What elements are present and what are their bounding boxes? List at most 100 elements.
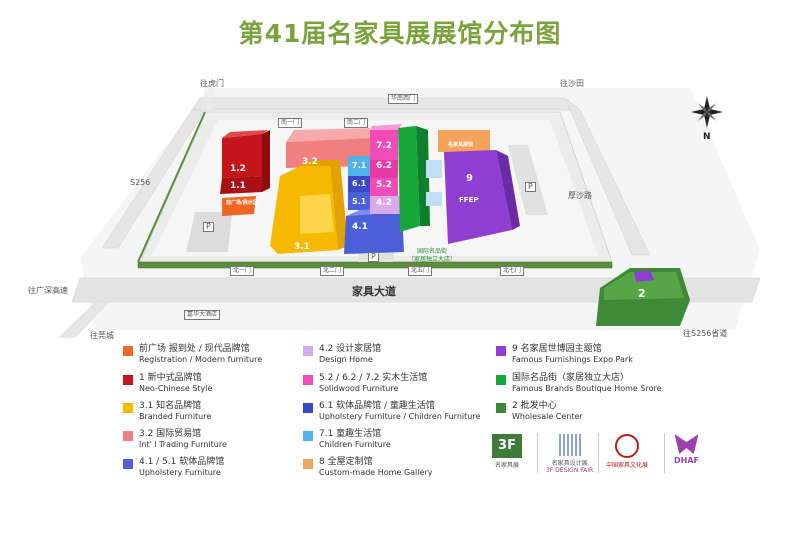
gate-south-west: 华南西门 <box>388 94 419 104</box>
grid-icon <box>558 434 581 456</box>
pink-top <box>370 124 402 130</box>
legend-label-cn: 3.2 国际贸易馆 <box>139 429 202 439</box>
legend-swatch <box>303 403 313 413</box>
legend-label-cn: 9 名家居世博园主题馆 <box>512 344 602 354</box>
hall-label-5-2: 5.2 <box>376 180 392 190</box>
legend-label-cn: 8 全屋定制馆 <box>319 457 373 467</box>
legend-label-en: Famous Brands Boutique Home Srore <box>512 384 662 393</box>
hall-label-9: 9 <box>466 173 473 184</box>
hall-7-1 <box>348 156 370 176</box>
legend-label-cn: 7.1 童趣生活馆 <box>319 429 382 439</box>
legend-label-en: Branded Furniture <box>139 412 212 421</box>
logo-design-fair: 名家具设计展 3F DESIGN FAIR <box>546 434 593 474</box>
road-s256 <box>58 302 110 338</box>
hall-9-side <box>496 150 520 230</box>
hall-label-5-1: 5.1 <box>352 197 367 206</box>
label-jiaju-dadao: 家具大道 <box>352 285 396 298</box>
legend-label-cn: 4.2 设计家居馆 <box>319 344 382 354</box>
legend-swatch <box>123 346 133 356</box>
label-to-shatian: 往沙田 <box>560 79 584 88</box>
legend-label-en: Neo-Chinese Style <box>139 384 213 393</box>
legend-swatch <box>303 431 313 441</box>
legend-swatch <box>303 375 313 385</box>
connector-1 <box>426 160 442 178</box>
label-to-guangshen: 往广深高速 <box>28 286 68 295</box>
legend-swatch <box>303 459 313 469</box>
hall-6-2 <box>370 160 398 178</box>
legend-label-en: Upholstery Furniture <box>139 468 221 477</box>
hall-label-2: 2 <box>638 287 646 300</box>
hall-label-entry: 前广场/展示区 <box>226 200 258 206</box>
legend-label-cn: 6.1 软体品牌馆 / 童趣生活馆 <box>319 401 435 411</box>
logo-divider-3 <box>664 433 665 473</box>
label-to-s256-provincial: 往S256省道 <box>683 329 728 338</box>
green-fence <box>137 261 613 269</box>
legend-text: 国际名品街（家居独立大店）Famous Brands Boutique Home… <box>512 372 662 394</box>
logo-design-fair-cn: 名家具设计展 <box>551 460 588 467</box>
logo-3f: 3F 名家具展 <box>492 434 522 469</box>
legend-label-en: Solidwood Furniture <box>319 384 399 393</box>
hall-label-8: 名家具展馆 <box>448 142 474 148</box>
legend-swatch <box>123 375 133 385</box>
butterfly-icon <box>674 434 699 454</box>
logo-3f-mark: 3F <box>492 434 522 458</box>
logo-culture: 中国家具文化展 <box>606 434 648 469</box>
legend-label-cn: 1 新中式品牌馆 <box>139 373 202 383</box>
gate-north-seven: 北七门 <box>500 266 525 276</box>
logo-divider-1 <box>537 433 538 473</box>
boutique-street <box>398 126 420 232</box>
hall-label-3-2: 3.2 <box>302 157 318 167</box>
parking-east <box>508 145 548 215</box>
logo-design-fair-en: 3F DESIGN FAIR <box>546 467 594 474</box>
gate-north-five: 北五门 <box>408 266 433 276</box>
parking-label-east: P <box>525 182 536 192</box>
gate-north-one: 北一门 <box>230 266 255 276</box>
legend-label-cn: 前广场 报到处 / 现代品牌馆 <box>139 344 250 354</box>
gate-south-one: 南一门 <box>278 118 303 128</box>
road-north <box>191 97 581 111</box>
legend-item: 国际名品街（家居独立大店）Famous Brands Boutique Home… <box>496 372 662 394</box>
hall-7-2 <box>370 130 398 160</box>
gate-north-two: 北二门 <box>320 266 345 276</box>
hall-label-7-2: 7.2 <box>376 141 392 151</box>
legend-label-en: Registration / Modern furniture <box>139 355 263 364</box>
gate-south-two: 南二门 <box>344 118 369 128</box>
legend-swatch <box>123 459 133 469</box>
boutique-note-line2: （家居独立大店） <box>408 256 457 263</box>
hall-label-4-2: 4.2 <box>376 198 392 208</box>
hall-4-2 <box>370 196 404 214</box>
compass-rose <box>691 96 723 128</box>
legend-swatch <box>496 403 506 413</box>
hall-5-2 <box>370 178 398 196</box>
hall-label-6-2: 6.2 <box>376 161 392 171</box>
logo-dhaf: DHAF <box>674 434 699 465</box>
legend-label-cn: 国际名品街（家居独立大店） <box>512 373 630 383</box>
hall-label-7-1: 7.1 <box>352 161 367 170</box>
legend-label-en: Wholesale Center <box>512 412 583 421</box>
logo-3f-caption: 名家具展 <box>494 462 519 469</box>
legend-label-en: Children Furniture <box>319 440 391 449</box>
legend-label-en: Famous Furnishings Expo Park <box>512 355 633 364</box>
compass-north: N <box>703 132 711 142</box>
connector-2 <box>426 192 442 206</box>
map-title: 第41届名家具展展馆分布图 <box>238 19 562 48</box>
hall-9 <box>444 150 512 244</box>
hall-3-1-hi <box>300 194 334 234</box>
label-s256: S256 <box>130 178 151 187</box>
hall-label-6-1: 6.1 <box>352 179 367 188</box>
